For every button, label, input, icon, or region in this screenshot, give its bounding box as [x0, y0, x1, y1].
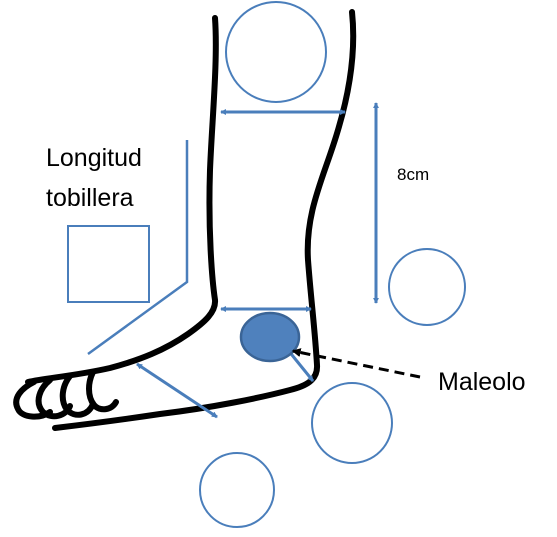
- length-label-line1: Longitud: [46, 146, 142, 171]
- leg-front-contour: [55, 12, 353, 428]
- measure-circle-lower-right: [312, 383, 392, 463]
- malleolus-pointer-arrow: [293, 351, 420, 377]
- measure-circle-bottom: [200, 453, 274, 527]
- leg-foot-outline: [28, 12, 353, 428]
- measure-circle-right: [389, 249, 465, 325]
- toe-4: [89, 372, 116, 409]
- measurement-arrows: [137, 103, 376, 417]
- length-square: [68, 226, 149, 302]
- malleolus-label: Maleolo: [438, 370, 526, 395]
- measure-circle-upper-calf: [226, 2, 326, 102]
- malleolus-marker: [241, 313, 299, 361]
- distance-label: 8cm: [397, 166, 429, 183]
- length-label-line2: tobillera: [46, 186, 134, 211]
- length-indicator-line: [88, 140, 187, 354]
- measurement-circles: [200, 2, 465, 527]
